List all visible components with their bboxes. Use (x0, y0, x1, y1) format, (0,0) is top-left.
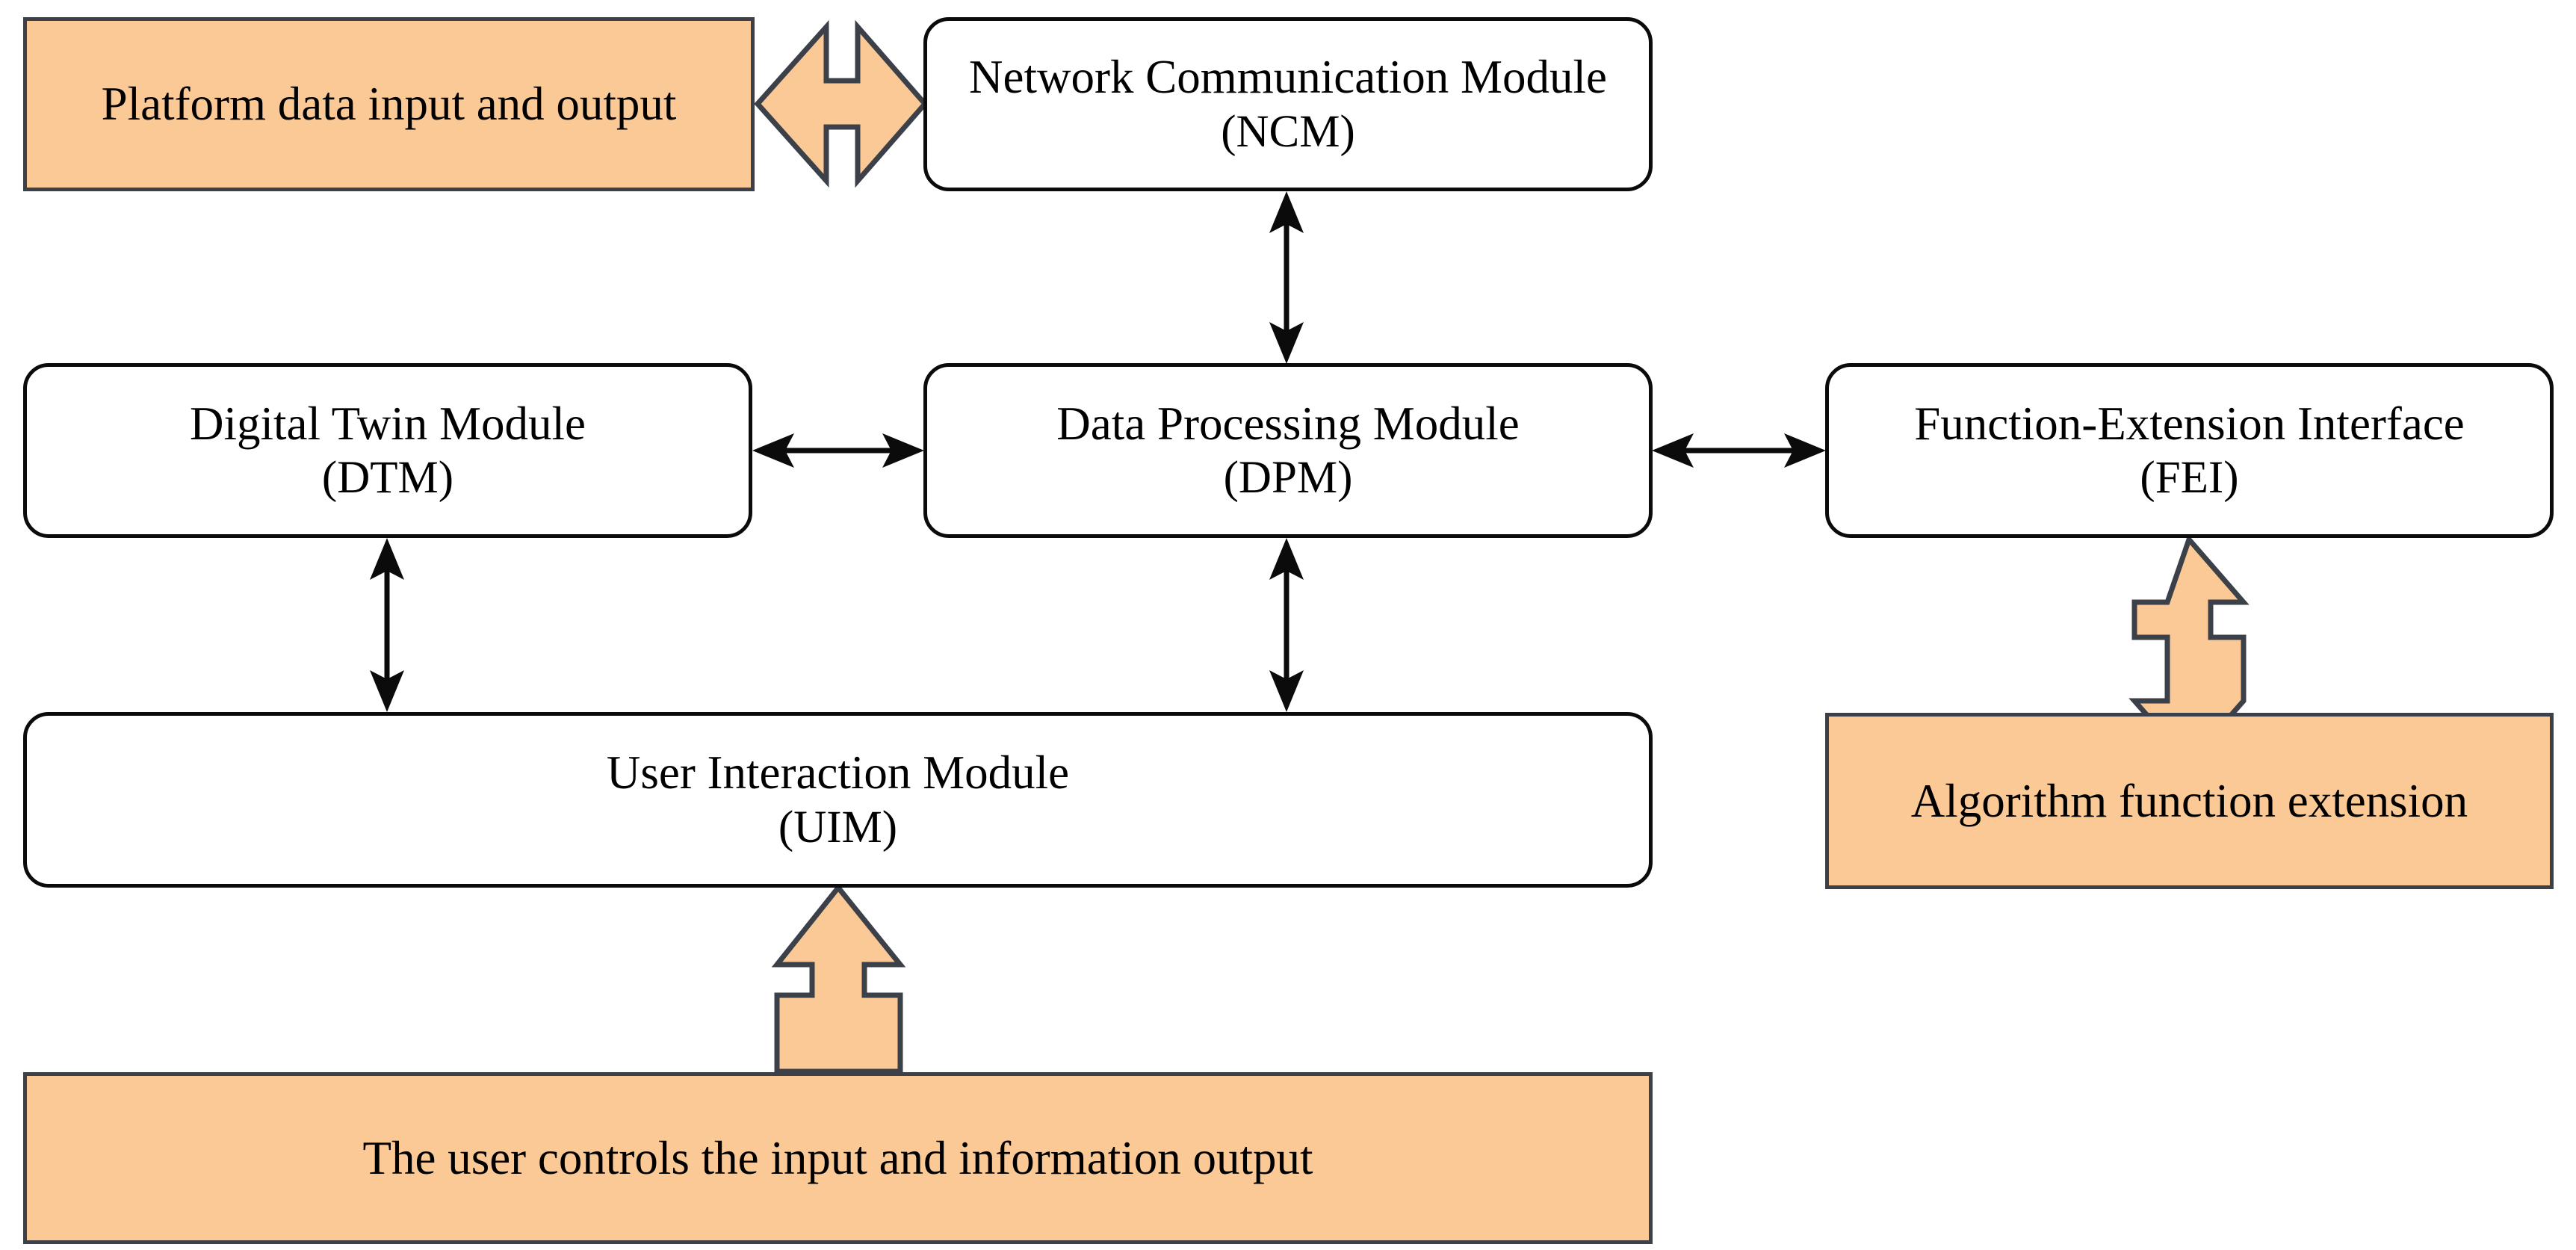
node-dpm-title: Data Processing Module (1056, 397, 1520, 450)
node-ncm-title: Network Communication Module (969, 51, 1607, 104)
node-user-control-io-label: The user controls the input and informat… (362, 1131, 1313, 1184)
node-dpm-abbr: (DPM) (1223, 453, 1353, 504)
arrow-uim-to-user-control (771, 883, 906, 1074)
node-function-extension-interface[interactable]: Function-Extension Interface (FEI) (1825, 363, 2554, 538)
node-user-interaction-module[interactable]: User Interaction Module (UIM) (23, 712, 1653, 888)
arrow-platform-io-to-ncm (754, 19, 929, 188)
node-network-communication-module[interactable]: Network Communication Module (NCM) (923, 17, 1653, 191)
node-user-control-io[interactable]: The user controls the input and informat… (23, 1072, 1653, 1244)
node-ncm-abbr: (NCM) (1221, 106, 1355, 157)
arrow-ncm-to-dpm (1269, 191, 1304, 364)
node-algorithm-function-extension-label: Algorithm function extension (1910, 774, 2468, 827)
node-data-processing-module[interactable]: Data Processing Module (DPM) (923, 363, 1653, 538)
node-digital-twin-module[interactable]: Digital Twin Module (DTM) (23, 363, 752, 538)
node-dtm-abbr: (DTM) (321, 453, 454, 504)
arrow-dtm-to-dpm (752, 433, 924, 468)
arrow-dpm-to-fei (1652, 433, 1826, 468)
node-dtm-title: Digital Twin Module (190, 397, 586, 450)
node-uim-abbr: (UIM) (778, 802, 898, 853)
node-fei-title: Function-Extension Interface (1914, 397, 2465, 450)
node-fei-abbr: (FEI) (2140, 453, 2239, 504)
node-algorithm-function-extension[interactable]: Algorithm function extension (1825, 713, 2554, 889)
node-uim-title: User Interaction Module (606, 746, 1070, 799)
node-platform-data-io-label: Platform data input and output (101, 78, 677, 131)
node-platform-data-io[interactable]: Platform data input and output (23, 17, 755, 191)
arrow-dtm-to-uim (370, 538, 404, 712)
arrow-dpm-to-uim (1269, 538, 1304, 712)
